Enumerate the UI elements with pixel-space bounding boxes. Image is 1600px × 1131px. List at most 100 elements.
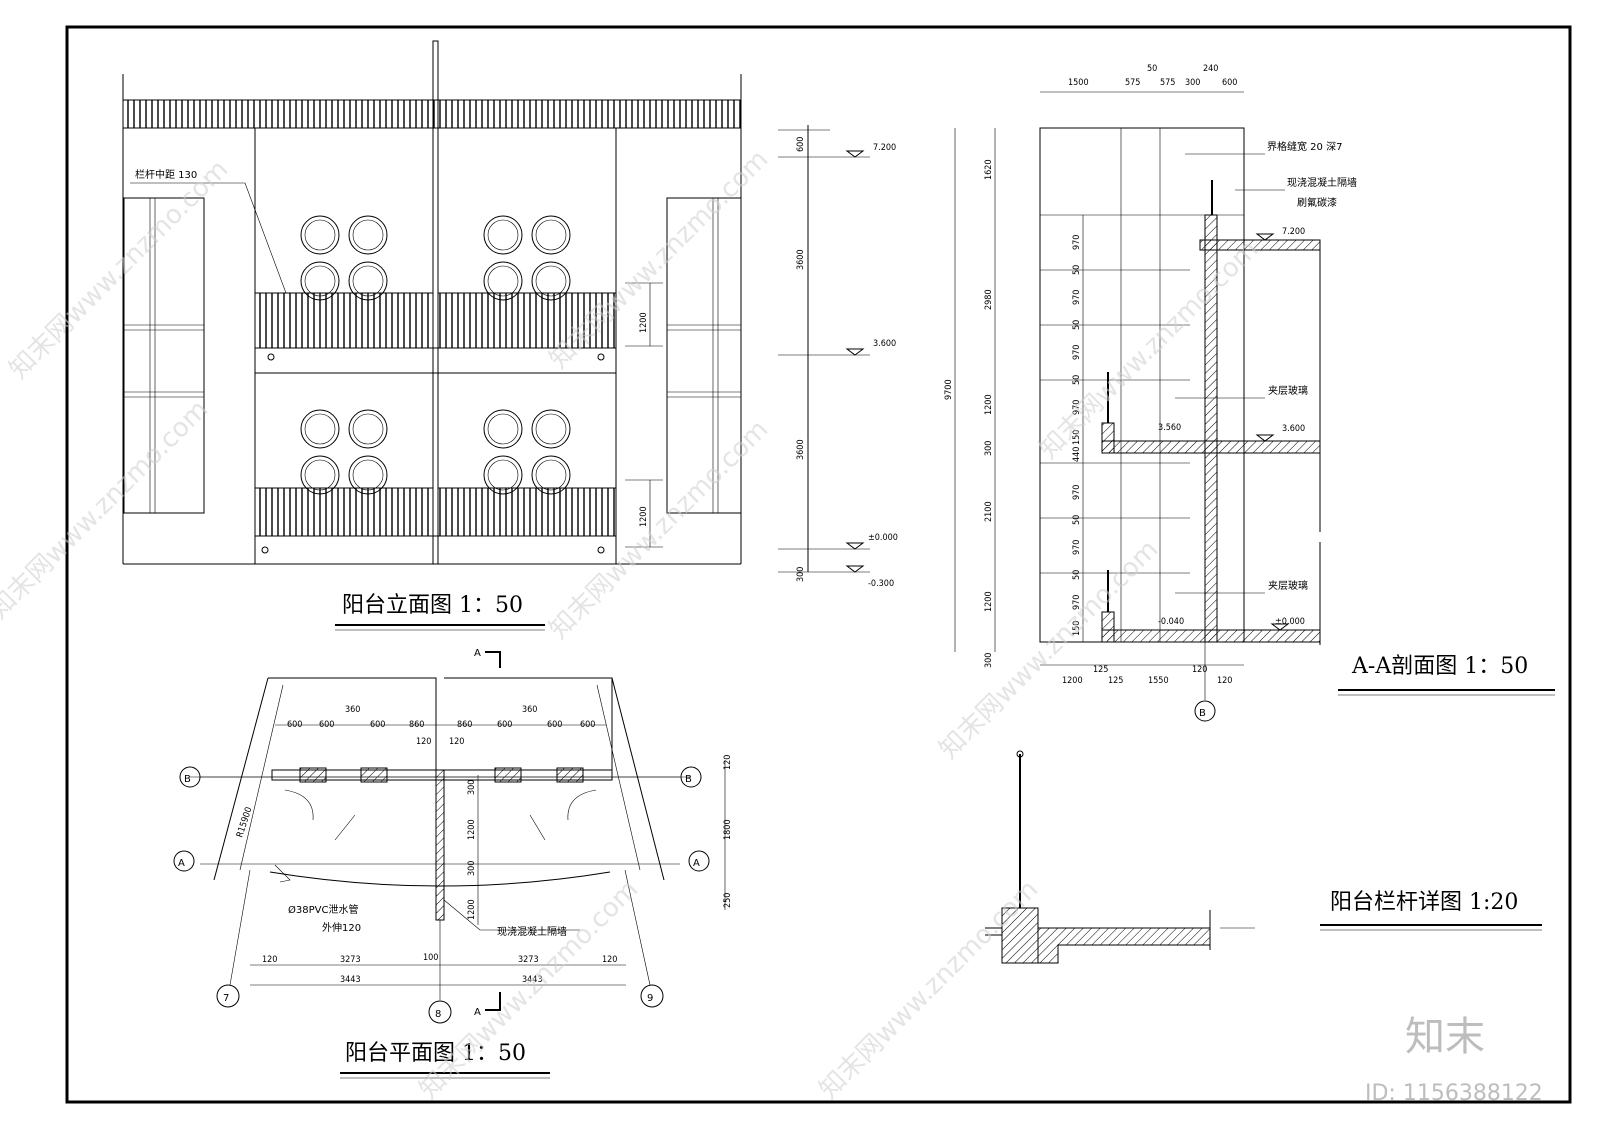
plan-b-100: 100	[423, 953, 438, 963]
sec-level-0040: -0.040	[1158, 617, 1184, 627]
elevation-view: 栏杆中距 130 7.200 3.600 ±0.000 -0.300 600 3…	[122, 40, 898, 631]
glass-note-2: 夹层玻璃	[1268, 579, 1308, 592]
plan-c-1200b: 1200	[467, 899, 477, 920]
pvc-note: Ø38PVC泄水管	[288, 903, 358, 916]
watermark-text: 知末网www.znzmo.com	[414, 874, 645, 1105]
level-3600-elev: 3.600	[873, 339, 896, 349]
plan-mid-120a: 120	[416, 737, 431, 747]
sec-in-50d: 50	[1072, 515, 1082, 525]
sec-bot-120b: 120	[1217, 676, 1232, 686]
sec-in-50e: 50	[1072, 570, 1082, 580]
plan-mid-120b: 120	[449, 737, 464, 747]
sec-bot-125b: 125	[1108, 676, 1123, 686]
sheet-border	[65, 25, 1572, 1104]
plan-dim-l600b: 600	[319, 720, 334, 730]
sec-bot-1550: 1550	[1148, 676, 1169, 686]
elev-dim-300: 300	[796, 567, 806, 582]
plan-c-300b: 300	[467, 861, 477, 876]
plan-radius: R15900	[235, 806, 254, 839]
plan-b-3443b: 3443	[522, 975, 543, 985]
watermark-id: ID: 1156388122	[1365, 1081, 1543, 1106]
sec-in-970f: 970	[1072, 540, 1082, 555]
sec-dim-1620: 1620	[984, 159, 994, 180]
wall-note: 现浇混凝土隔墙	[1287, 176, 1357, 189]
sec-dim-1200a: 1200	[984, 394, 994, 415]
watermark-text: 知末网www.znzmo.com	[544, 144, 775, 375]
sec-in-970a: 970	[1072, 235, 1082, 250]
watermark-layer: 知末网www.znzmo.com 知末网www.znzmo.com 知末网www…	[0, 144, 1543, 1106]
sec-level-3600: 3.600	[1282, 424, 1305, 434]
sec-dim-2100: 2100	[984, 501, 994, 522]
sec-in-150a: 150	[1072, 430, 1082, 445]
sec-total-9700: 9700	[944, 379, 954, 400]
plan-dim-l600c: 600	[370, 720, 385, 730]
plan-dim-l860: 860	[409, 720, 424, 730]
sec-level-3560: 3.560	[1158, 423, 1181, 433]
joint-note: 界格缝宽 20 深7	[1267, 140, 1342, 153]
plan-c-1200a: 1200	[467, 819, 477, 840]
plan-wall-note: 现浇混凝土隔墙	[497, 925, 567, 938]
watermark-text: 知末网www.znzmo.com	[814, 874, 1045, 1105]
sec-in-970c: 970	[1072, 345, 1082, 360]
sec-bot-125a: 125	[1093, 665, 1108, 675]
plan-dim-r600c: 600	[580, 720, 595, 730]
section-view: 1500 575 50 575 300 240 600 9700 1620 29…	[944, 64, 1555, 722]
plan-b-120b: 120	[602, 955, 617, 965]
plan-axis-b-right: B	[685, 774, 692, 785]
plan-axis-b-left: B	[184, 774, 191, 785]
sec-dim-2980: 2980	[984, 289, 994, 310]
railing-detail-view: 阳台栏杆详图 1:20	[985, 750, 1542, 964]
sec-level-7200: 7.200	[1282, 227, 1305, 237]
plan-right-250: 250	[723, 893, 733, 908]
sec-dim-1200b: 1200	[984, 591, 994, 612]
sec-dim-1500: 1500	[1068, 78, 1089, 88]
plan-dim-r360: 360	[522, 705, 537, 715]
elev-dim-3600a: 3600	[796, 249, 806, 270]
plan-b-3443a: 3443	[340, 975, 361, 985]
sec-dim-600: 600	[1222, 78, 1237, 88]
title-railing-detail: 阳台栏杆详图 1:20	[1330, 890, 1518, 915]
plan-view: 360 600 600 600 860 360 860 600 600 600 …	[173, 648, 733, 1079]
level-0000-elev: ±0.000	[868, 533, 898, 543]
plan-c-300a: 300	[467, 780, 477, 795]
watermark-brand: 知末	[1405, 1014, 1485, 1060]
plan-b-3273a: 3273	[340, 955, 361, 965]
sec-in-50c: 50	[1072, 375, 1082, 385]
plan-right-120: 120	[723, 755, 733, 770]
elev-dim-600: 600	[796, 137, 806, 152]
plan-dim-r860: 860	[457, 720, 472, 730]
pvc-note-2: 外伸120	[322, 922, 361, 934]
sec-bot-1200: 1200	[1062, 676, 1083, 686]
title-elevation: 阳台立面图 1：50	[342, 593, 523, 618]
sec-level-0000: ±0.000	[1275, 617, 1305, 627]
sec-dim-240: 240	[1203, 64, 1218, 74]
plan-axis-8: 8	[435, 1009, 441, 1020]
glass-note-1: 夹层玻璃	[1268, 384, 1308, 397]
plan-axis-9: 9	[647, 993, 653, 1004]
level-7200-elev: 7.200	[873, 143, 896, 153]
watermark-text: 知末网www.znzmo.com	[1034, 234, 1265, 465]
plan-axis-a-right: A	[693, 858, 700, 869]
sec-bot-120a: 120	[1192, 665, 1207, 675]
plan-dim-r600b: 600	[547, 720, 562, 730]
sec-dim-300b: 300	[984, 653, 994, 668]
plan-dim-r600a: 600	[497, 720, 512, 730]
paint-note: 刷氟碳漆	[1297, 196, 1337, 209]
sec-dim-300a: 300	[984, 441, 994, 456]
plan-b-120a: 120	[262, 955, 277, 965]
sec-in-440: 440	[1072, 447, 1082, 462]
plan-right-1800: 1800	[723, 819, 733, 840]
elev-dim-1200a: 1200	[639, 312, 649, 333]
rail-spacing-note: 栏杆中距 130	[135, 168, 197, 181]
watermark-text: 知末网www.znzmo.com	[4, 154, 235, 385]
sec-in-970d: 970	[1072, 400, 1082, 415]
sec-axis-b: B	[1199, 708, 1206, 719]
sec-in-970e: 970	[1072, 485, 1082, 500]
title-plan: 阳台平面图 1：50	[345, 1041, 526, 1066]
sec-in-970b: 970	[1072, 290, 1082, 305]
sec-dim-575a: 575	[1125, 78, 1140, 88]
title-section: A-A剖面图 1：50	[1351, 654, 1528, 679]
plan-dim-l360: 360	[345, 705, 360, 715]
plan-axis-a-left: A	[178, 858, 185, 869]
